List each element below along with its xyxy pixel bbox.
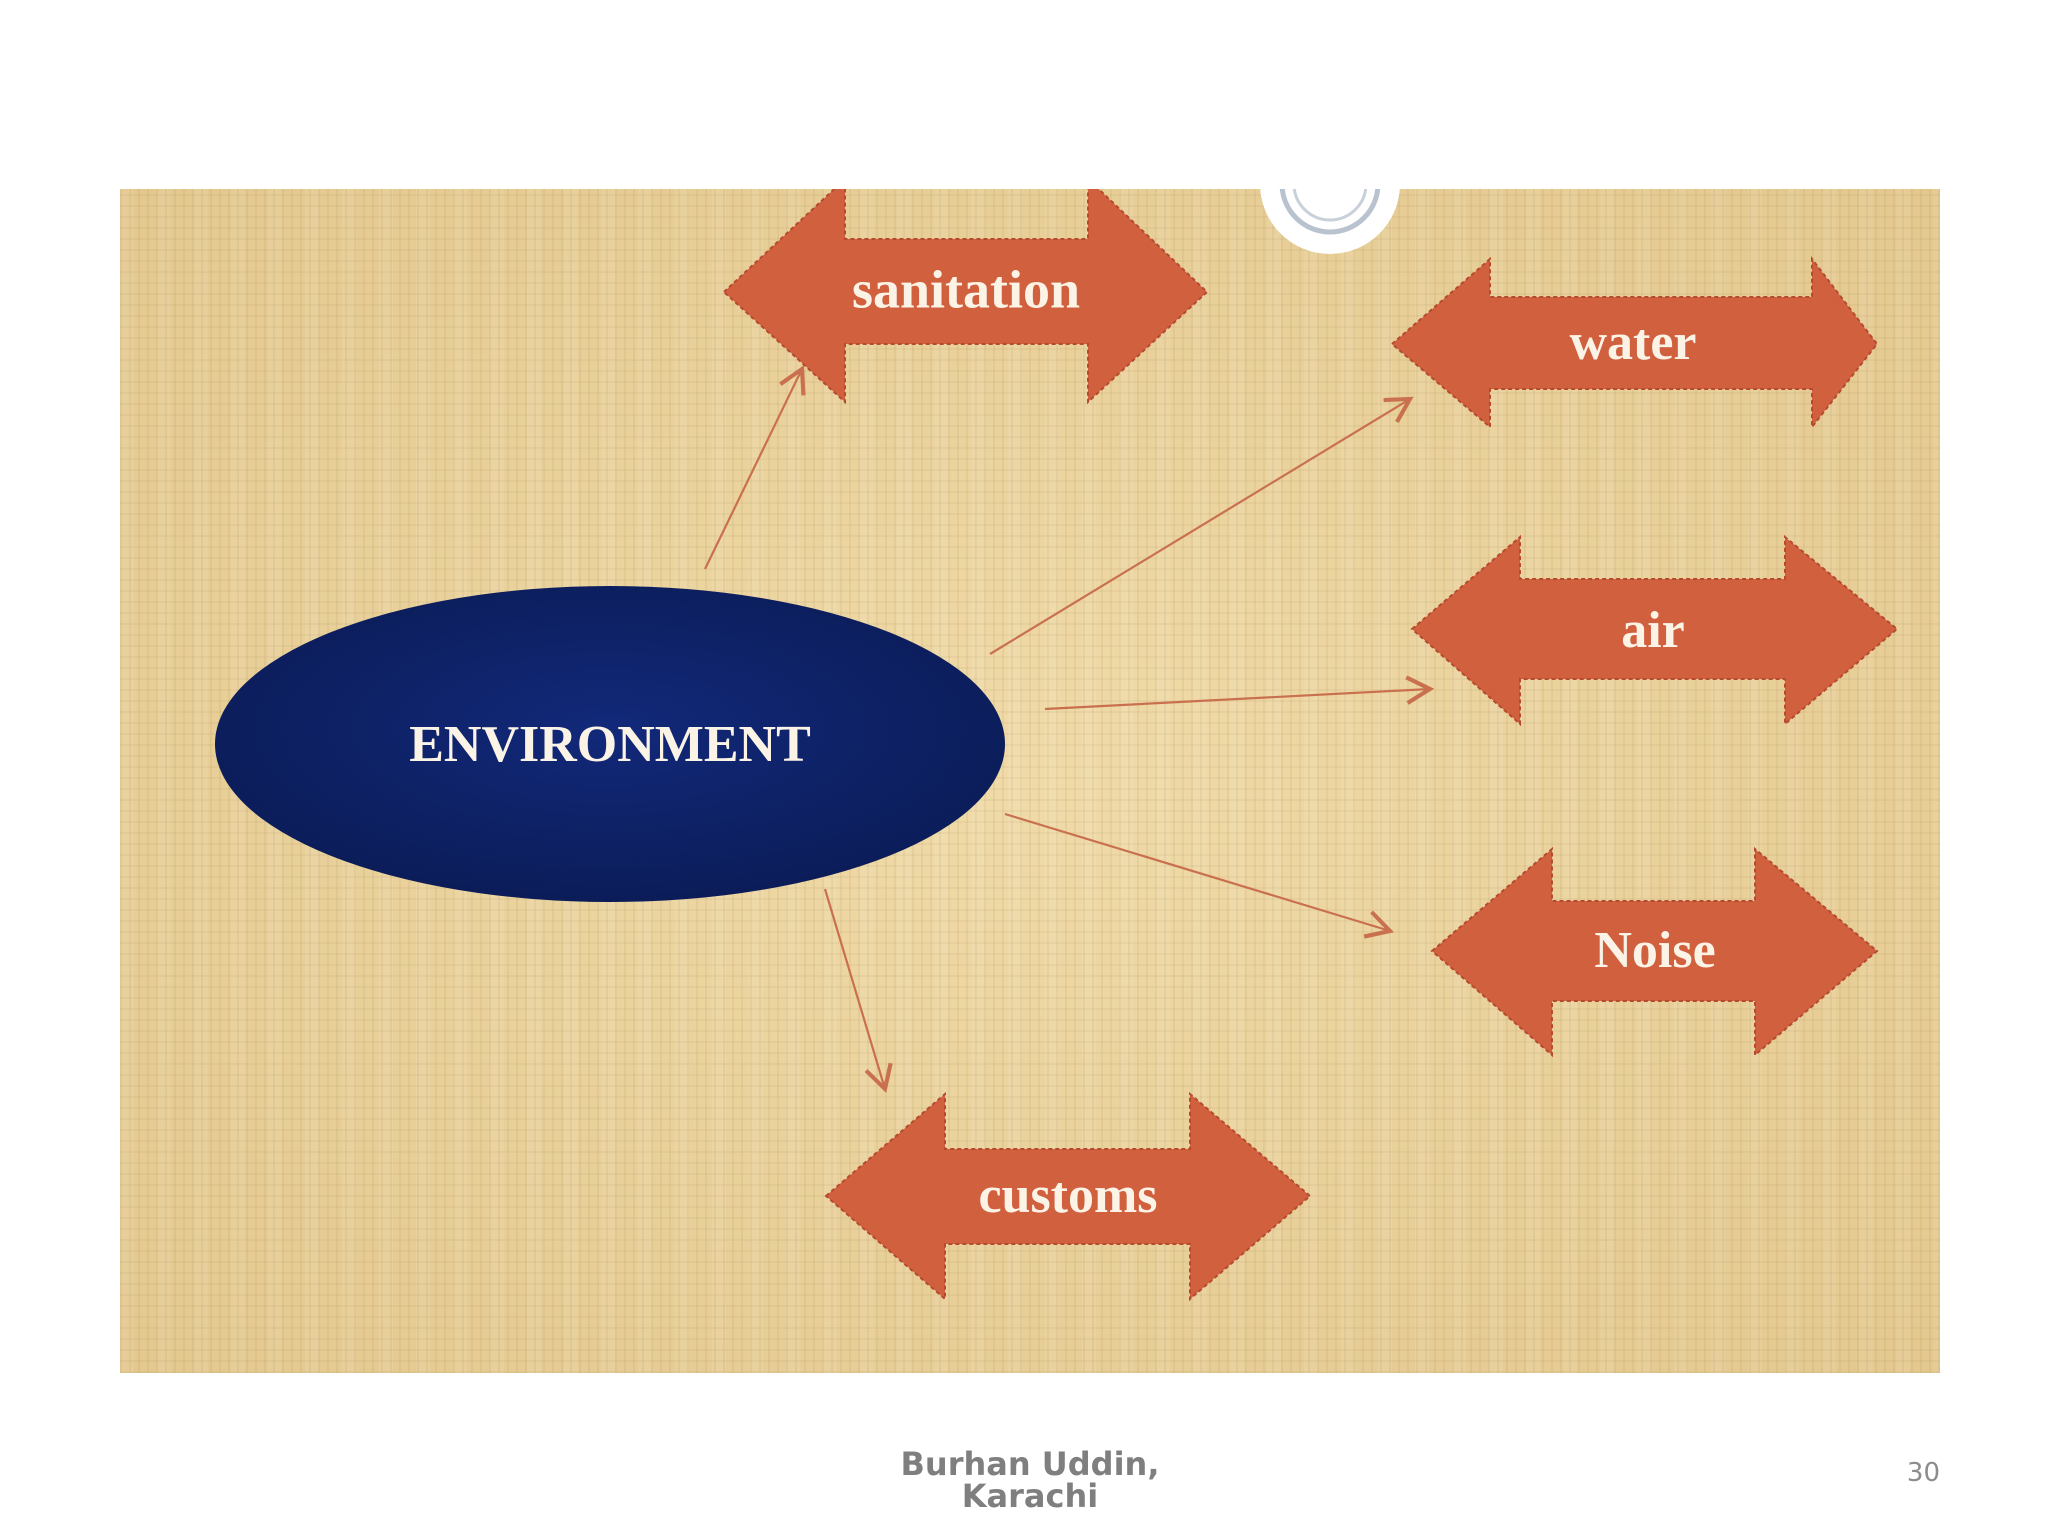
water-label: water [1569, 314, 1696, 371]
double-arrow-air: air [1410, 534, 1899, 727]
air-label: air [1621, 602, 1685, 659]
customs-label: customs [978, 1167, 1157, 1224]
diagram-canvas: ENVIRONMENT sanitation water air Noise [215, 189, 1899, 1302]
author-city: Karachi [961, 1477, 1099, 1515]
connector-air [1044, 675, 1435, 711]
double-arrow-water: water [1390, 256, 1879, 430]
slide-number: 30 [1906, 1458, 1940, 1488]
double-arrow-noise: Noise [1430, 846, 1879, 1058]
connector-sanitation [704, 365, 806, 570]
footer-author: Burhan Uddin, Karachi [840, 1448, 1220, 1512]
sanitation-label: sanitation [852, 259, 1080, 319]
author-name: Burhan Uddin, [900, 1445, 1160, 1483]
noise-label: Noise [1594, 922, 1715, 979]
connector-customs [823, 888, 893, 1094]
diagram-image: ENVIRONMENT sanitation water air Noise [120, 189, 1940, 1373]
environment-node: ENVIRONMENT [215, 586, 1005, 902]
environment-label: ENVIRONMENT [409, 716, 811, 773]
connector-noise [1004, 812, 1395, 939]
connector-water [989, 396, 1414, 655]
circle-logo-icon [1260, 189, 1400, 254]
double-arrow-customs: customs [824, 1091, 1312, 1302]
double-arrow-sanitation: sanitation [722, 189, 1209, 405]
